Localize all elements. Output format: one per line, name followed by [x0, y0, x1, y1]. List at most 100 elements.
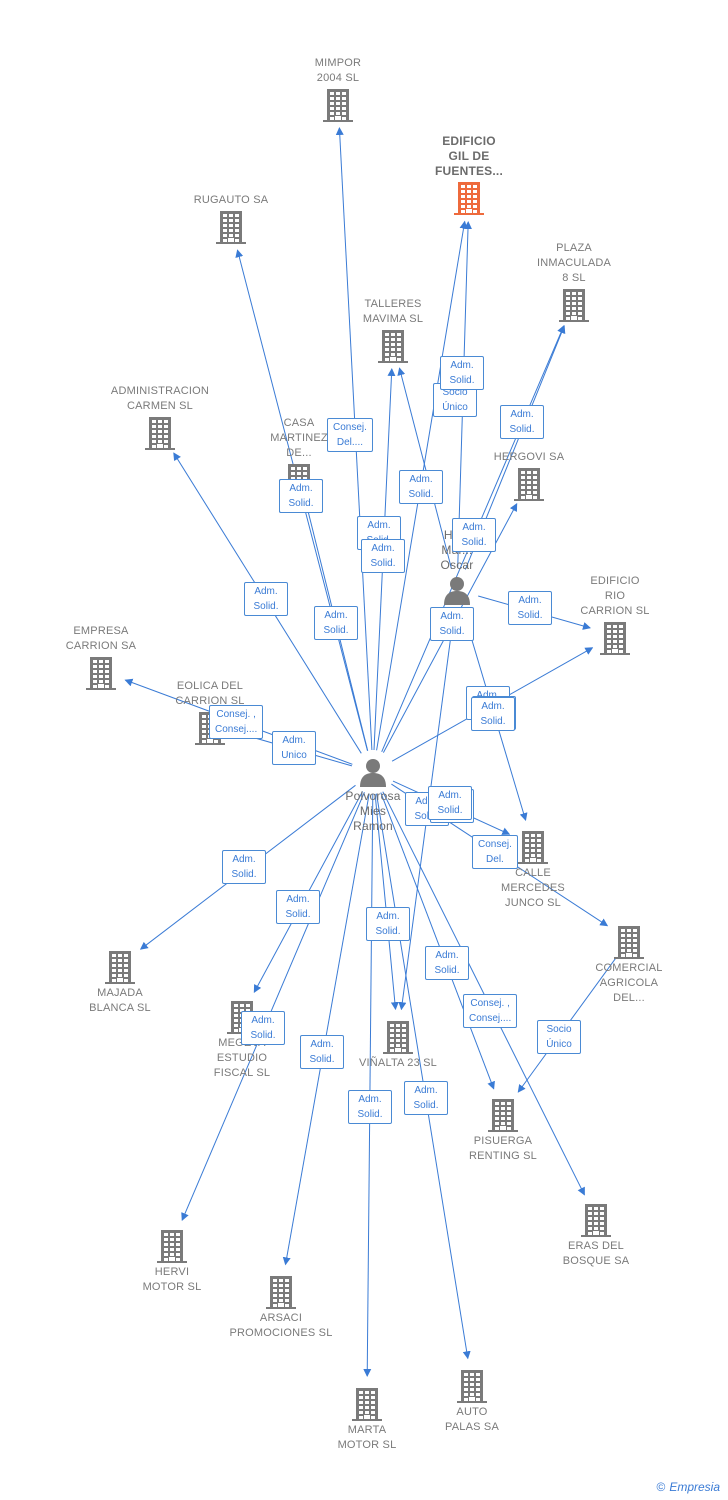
- person-node-center[interactable]: Polvorosa Mies Ramon: [298, 755, 448, 834]
- building-icon: [157, 1230, 187, 1263]
- building-icon: [383, 1021, 413, 1054]
- node-label: EDIFICIO RIO CARRION SL: [580, 575, 650, 617]
- relation-edge-center-auto-palas: [376, 793, 471, 1360]
- relation-tag-center-hergovi[interactable]: Adm. Solid.: [452, 518, 496, 552]
- building-icon: [378, 330, 408, 363]
- relation-tag-center-hervi-motor[interactable]: Adm. Solid.: [241, 1011, 285, 1045]
- building-icon: [488, 1099, 518, 1132]
- relation-tag-center-comercial-agricola[interactable]: Consej. Del.: [472, 835, 518, 869]
- relation-tag-center-edificio-gil[interactable]: Adm. Solid.: [399, 470, 443, 504]
- relation-tag-center-edificio-rio-carrion[interactable]: Adm. Solid.: [508, 591, 552, 625]
- node-label: MIMPOR 2004 SL: [314, 57, 362, 84]
- node-label: ARSACI PROMOCIONES SL: [229, 1312, 333, 1339]
- relation-tag-extra[interactable]: Adm. Solid.: [428, 786, 472, 820]
- company-node-plaza-inmaculada[interactable]: PLAZA INMACULADA 8 SL: [499, 241, 649, 324]
- company-node-rugauto[interactable]: RUGAUTO SA: [156, 193, 306, 246]
- node-label: AUTO PALAS SA: [445, 1406, 499, 1433]
- node-label: MARTA MOTOR SL: [337, 1424, 397, 1451]
- company-node-edificio-gil[interactable]: EDIFICIO GIL DE FUENTES...: [394, 134, 544, 217]
- building-icon: [323, 89, 353, 122]
- building-icon: [86, 657, 116, 690]
- company-node-marta-motor[interactable]: MARTA MOTOR SL: [292, 1385, 442, 1453]
- company-node-vinalta[interactable]: VIÑALTA 23 SL: [323, 1018, 473, 1071]
- node-label: PLAZA INMACULADA 8 SL: [536, 242, 612, 284]
- relation-tag-center-arsaci[interactable]: Adm. Solid.: [300, 1035, 344, 1069]
- building-icon: [216, 211, 246, 244]
- relation-tag-center-empresa-carrion[interactable]: Consej. , Consej....: [209, 705, 264, 739]
- node-label: RUGAUTO SA: [193, 194, 269, 206]
- node-label: Polvorosa Mies Ramon: [345, 789, 401, 833]
- relation-edge-center-pisuerga-renting: [380, 792, 495, 1090]
- building-icon: [266, 1276, 296, 1309]
- company-node-arsaci[interactable]: ARSACI PROMOCIONES SL: [206, 1273, 356, 1341]
- relation-tag-center-auto-palas[interactable]: Adm. Solid.: [404, 1081, 448, 1115]
- relation-edge-center-hervi-motor: [181, 792, 365, 1222]
- building-icon: [518, 831, 548, 864]
- relation-tag-center-marta-motor[interactable]: Adm. Solid.: [348, 1090, 392, 1124]
- person-icon: [360, 759, 386, 787]
- company-node-pisuerga-renting[interactable]: PISUERGA RENTING SL: [428, 1096, 578, 1164]
- building-icon: [514, 468, 544, 501]
- node-label: VIÑALTA 23 SL: [358, 1057, 437, 1069]
- relation-tag-extra[interactable]: Adm. Solid.: [471, 697, 515, 731]
- relation-edge-center-marta-motor: [363, 793, 374, 1377]
- node-label: ADMINISTRACION CARMEN SL: [110, 385, 210, 412]
- relation-tag-center-pisuerga-renting[interactable]: Adm. Solid.: [425, 946, 469, 980]
- node-label: EOLICA DEL CARRION SL: [175, 680, 245, 707]
- relation-tag-center-megeva-estudio[interactable]: Adm. Solid.: [276, 890, 320, 924]
- node-label: EMPRESA CARRION SA: [65, 625, 137, 652]
- company-node-hervi-motor[interactable]: HERVI MOTOR SL: [97, 1227, 247, 1295]
- node-label: CASA MARTINEZ DE...: [270, 417, 328, 459]
- node-label: PISUERGA RENTING SL: [468, 1135, 537, 1162]
- building-icon: [352, 1388, 382, 1421]
- company-node-hergovi[interactable]: HERGOVI SA: [454, 450, 604, 503]
- relation-edge-center-eras-bosque: [382, 791, 585, 1196]
- relation-tag-center-rugauto[interactable]: Adm. Solid.: [314, 606, 358, 640]
- building-icon: [105, 951, 135, 984]
- brand-name: Empresia: [669, 1480, 720, 1494]
- node-label: CALLE MERCEDES JUNCO SL: [501, 867, 565, 909]
- company-node-comercial-agricola[interactable]: COMERCIAL AGRICOLA DEL...: [554, 923, 704, 1006]
- relation-edge-center-vinalta: [374, 793, 399, 1011]
- building-icon: [559, 289, 589, 322]
- company-node-eras-bosque[interactable]: ERAS DEL BOSQUE SA: [521, 1201, 671, 1269]
- building-icon: [581, 1204, 611, 1237]
- company-node-auto-palas[interactable]: AUTO PALAS SA: [397, 1367, 547, 1435]
- relation-tag-center-eolica-carrion[interactable]: Adm. Unico: [272, 731, 316, 765]
- relation-tag-secondary-edificio-gil[interactable]: Adm. Solid.: [440, 356, 484, 390]
- company-node-mimpor[interactable]: MIMPOR 2004 SL: [263, 56, 413, 124]
- relation-tag-center-vinalta[interactable]: Adm. Solid.: [366, 907, 410, 941]
- brand-footer: ©Empresia: [656, 1480, 720, 1494]
- relation-tag-center-plaza-inmaculada[interactable]: Adm. Solid.: [500, 405, 544, 439]
- person-icon: [444, 577, 470, 605]
- relation-tag-comercial-agricola-pisuerga-renting[interactable]: Socio Único: [537, 1020, 581, 1054]
- company-node-majada-blanca[interactable]: MAJADA BLANCA SL: [45, 948, 195, 1016]
- company-node-edificio-rio-carrion[interactable]: EDIFICIO RIO CARRION SL: [540, 574, 690, 657]
- node-label: HERGOVI SA: [493, 451, 565, 463]
- relation-tag-center-calle-mercedes[interactable]: Adm. Solid.: [430, 607, 474, 641]
- node-label: ERAS DEL BOSQUE SA: [562, 1240, 630, 1267]
- building-icon: [454, 182, 484, 215]
- company-node-administracion-carmen[interactable]: ADMINISTRACION CARMEN SL: [85, 384, 235, 452]
- node-label: TALLERES MAVIMA SL: [362, 298, 424, 325]
- building-icon: [614, 926, 644, 959]
- building-icon: [600, 622, 630, 655]
- relation-tag-center-administracion-carmen[interactable]: Adm. Solid.: [244, 582, 288, 616]
- company-node-talleres-mavima[interactable]: TALLERES MAVIMA SL: [318, 297, 468, 365]
- company-node-empresa-carrion[interactable]: EMPRESA CARRION SA: [26, 624, 176, 692]
- company-node-calle-mercedes[interactable]: CALLE MERCEDES JUNCO SL: [458, 828, 608, 911]
- relation-tag-center-eras-bosque[interactable]: Consej. , Consej....: [463, 994, 518, 1028]
- relation-edge-center-arsaci: [282, 793, 370, 1266]
- relation-tag-center-mimpor[interactable]: Consej. Del....: [327, 418, 373, 452]
- relation-tag-extra[interactable]: Adm. Solid.: [279, 479, 323, 513]
- building-icon: [457, 1370, 487, 1403]
- node-label: COMERCIAL AGRICOLA DEL...: [595, 962, 663, 1004]
- copyright-symbol: ©: [656, 1480, 666, 1494]
- node-label: EDIFICIO GIL DE FUENTES...: [434, 134, 503, 178]
- node-label: HERVI MOTOR SL: [142, 1266, 202, 1293]
- relation-tag-center-majada-blanca[interactable]: Adm. Solid.: [222, 850, 266, 884]
- relation-tag-extra[interactable]: Adm. Solid.: [361, 539, 405, 573]
- relation-edge-secondary-talleres-mavima: [397, 367, 452, 569]
- node-label: MAJADA BLANCA SL: [89, 987, 151, 1014]
